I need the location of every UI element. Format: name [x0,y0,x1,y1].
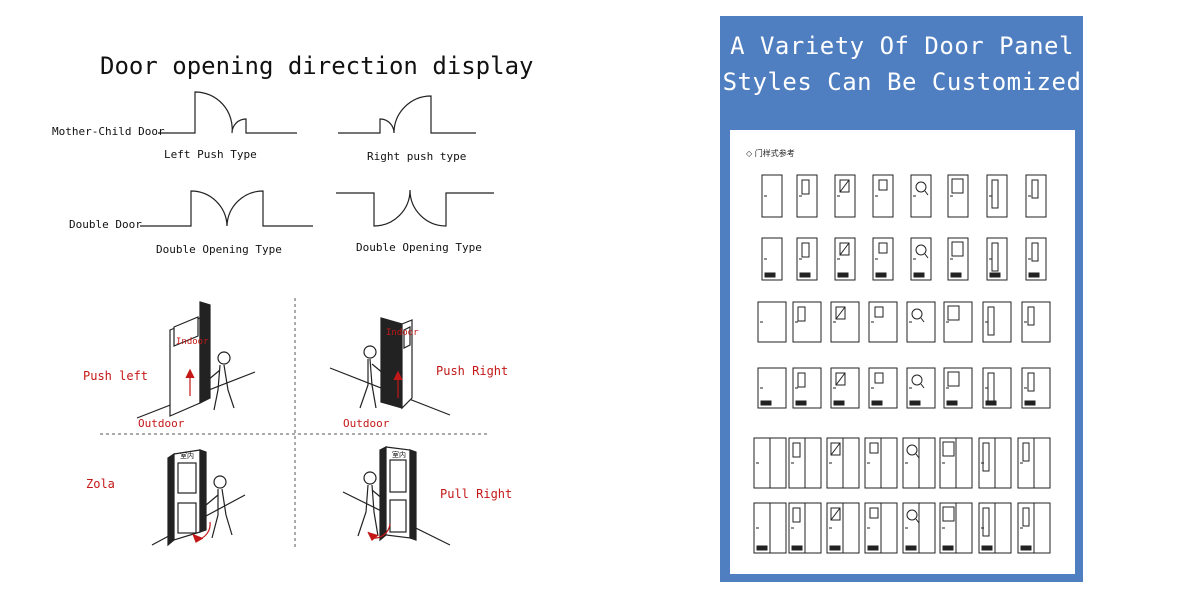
diagram-heading: Door opening direction display [100,52,534,80]
door-style-icon [792,301,822,343]
left-push-type-caption: Left Push Type [164,148,257,161]
door-style-icon [796,174,818,218]
push-right-label: Push Right [436,364,509,378]
door-style-icon [939,437,973,489]
door-style-icon [1021,301,1051,343]
outdoor-label-1: Outdoor [138,417,185,430]
door-style-icon [868,301,898,343]
door-opening-diagram [100,91,494,550]
door-style-icon [986,237,1008,281]
double-door-label: Double Door [69,218,142,231]
door-style-icon [864,437,898,489]
door-style-icon [906,301,936,343]
door-style-icon [830,367,860,409]
door-style-icon [757,301,787,343]
door-style-icon [943,367,973,409]
door-style-icon [947,174,969,218]
indoor-cn-label-1: 室内 [180,452,194,460]
door-style-icon [864,502,898,554]
door-styles-title: A Variety Of Door Panel Styles Can Be Cu… [722,28,1082,100]
outdoor-label-2: Outdoor [343,417,390,430]
double-door-opening-symbol-1 [140,190,313,227]
indoor-label-1: Indoor [176,337,209,347]
door-style-icon [978,437,1012,489]
door-style-icon [868,367,898,409]
door-style-icon [1025,237,1047,281]
door-style-icon [834,174,856,218]
pull-right-label: Pull Right [440,487,513,501]
door-style-icon [986,174,1008,218]
right-push-type-caption: Right push type [367,150,467,163]
push-left-label: Push left [83,369,149,383]
push-right-illustration [329,317,451,416]
double-opening-type-caption-1: Double Opening Type [156,243,282,256]
door-style-icon [834,237,856,281]
door-style-icon [753,437,787,489]
door-styles-caption: ◇ 门样式参考 [746,149,795,158]
door-style-icon [826,502,860,554]
door-style-icon [830,301,860,343]
door-style-icon [910,174,932,218]
door-style-icon [982,301,1012,343]
door-style-grid [753,174,1051,554]
door-style-icon [761,237,783,281]
mother-child-door-label: Mother-Child Door [52,125,165,138]
door-style-icon [902,437,936,489]
door-style-icon [872,237,894,281]
double-door-opening-symbol-2 [336,189,494,227]
door-style-icon [796,237,818,281]
door-style-icon [1017,502,1051,554]
door-style-icon [761,174,783,218]
double-opening-type-caption-2: Double Opening Type [356,241,482,254]
door-styles-title-line2: Styles Can Be Customized [722,68,1082,96]
door-style-icon [910,237,932,281]
door-style-icon [902,502,936,554]
door-style-icon [872,174,894,218]
mother-child-left-push-symbol [158,91,297,134]
door-style-icon [978,502,1012,554]
door-style-icon [982,367,1012,409]
indoor-cn-label-2: 室内 [392,451,406,459]
pull-right-illustration [342,446,451,546]
door-style-icon [947,237,969,281]
door-styles-sheet [730,130,1075,574]
door-styles-title-line1: A Variety Of Door Panel [730,32,1074,60]
door-style-icon [1025,174,1047,218]
door-style-icon [788,437,822,489]
door-style-icon [1017,437,1051,489]
door-style-icon [939,502,973,554]
door-style-icon [1021,367,1051,409]
zola-illustration [151,449,246,547]
zola-label: Zola [86,477,115,491]
door-style-icon [753,502,787,554]
door-style-icon [943,301,973,343]
indoor-label-2: Indoor [386,328,419,338]
door-style-icon [788,502,822,554]
door-style-icon [757,367,787,409]
door-style-icon [792,367,822,409]
door-style-icon [826,437,860,489]
door-style-icon [906,367,936,409]
mother-child-right-push-symbol [338,95,476,134]
push-left-illustration [136,301,256,419]
